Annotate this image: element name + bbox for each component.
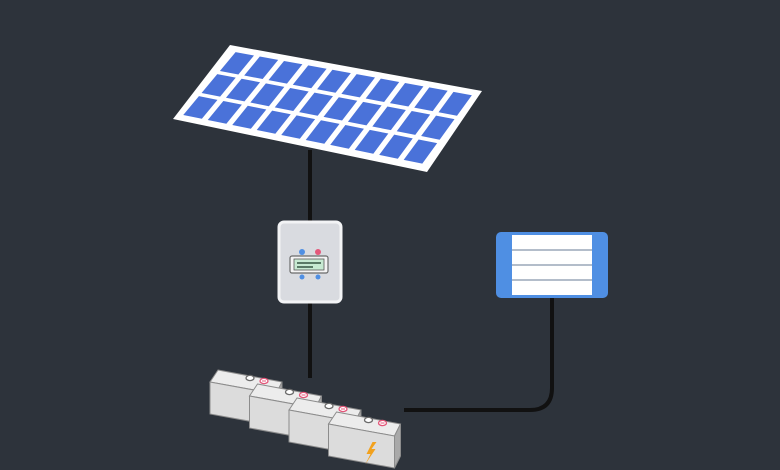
solar-cell [323, 97, 358, 121]
solar-panel-cells [183, 52, 472, 164]
solar-cell [305, 120, 340, 144]
battery-terminal-negative [324, 402, 334, 410]
controller-terminal-blue [315, 274, 321, 280]
solar-cell [244, 56, 279, 80]
solar-cell [183, 96, 218, 119]
solar-cell [365, 78, 400, 102]
solar-panel-divider [324, 75, 381, 147]
charge-controller-icon [277, 220, 343, 304]
battery-icon [327, 411, 402, 469]
solar-cell [281, 115, 316, 139]
solar-cell [347, 101, 382, 126]
controller-display-segment [297, 262, 321, 264]
solar-cell [389, 83, 424, 107]
solar-cell [354, 129, 389, 154]
solar-cell [268, 60, 303, 84]
solar-cell [403, 139, 438, 164]
solar-cell [256, 110, 291, 134]
solar-cell [207, 100, 242, 124]
inverter-stripes [512, 249, 592, 281]
solar-cell [274, 87, 309, 111]
solar-panel-divider [275, 66, 332, 137]
solar-cell [219, 52, 254, 75]
solar-cell [396, 111, 431, 135]
solar-cell [201, 74, 236, 97]
solar-cell [341, 74, 376, 98]
controller-display [293, 258, 325, 271]
battery-terminal-negative [284, 388, 295, 396]
solar-panel-icon [173, 45, 482, 172]
solar-cell [372, 106, 406, 131]
inverter-icon [496, 232, 608, 298]
controller-display-segment [297, 266, 313, 268]
controller-indicator-blue [299, 249, 305, 255]
battery-side [394, 423, 401, 469]
solar-cell [438, 91, 472, 116]
solar-cell [292, 65, 327, 89]
solar-cell [250, 83, 285, 107]
wire-battery-to-inverter [404, 298, 554, 412]
solar-cell [330, 125, 364, 149]
solar-panel-divider [373, 84, 429, 157]
solar-panel-divider [226, 57, 284, 127]
solar-cell [317, 69, 351, 93]
lightning-bolt-icon [365, 442, 377, 464]
battery-terminal-negative [363, 416, 374, 424]
solar-cell [299, 92, 333, 116]
controller-terminal-blue [299, 274, 305, 280]
solar-cell [379, 134, 413, 159]
battery-bank [209, 369, 402, 469]
solar-cell [225, 78, 261, 102]
solar-cell [414, 87, 448, 112]
battery-terminal-negative [245, 374, 255, 382]
solar-cell [232, 105, 267, 129]
solar-cell [421, 115, 455, 140]
wires [308, 150, 554, 412]
controller-indicator-pink [315, 249, 321, 255]
